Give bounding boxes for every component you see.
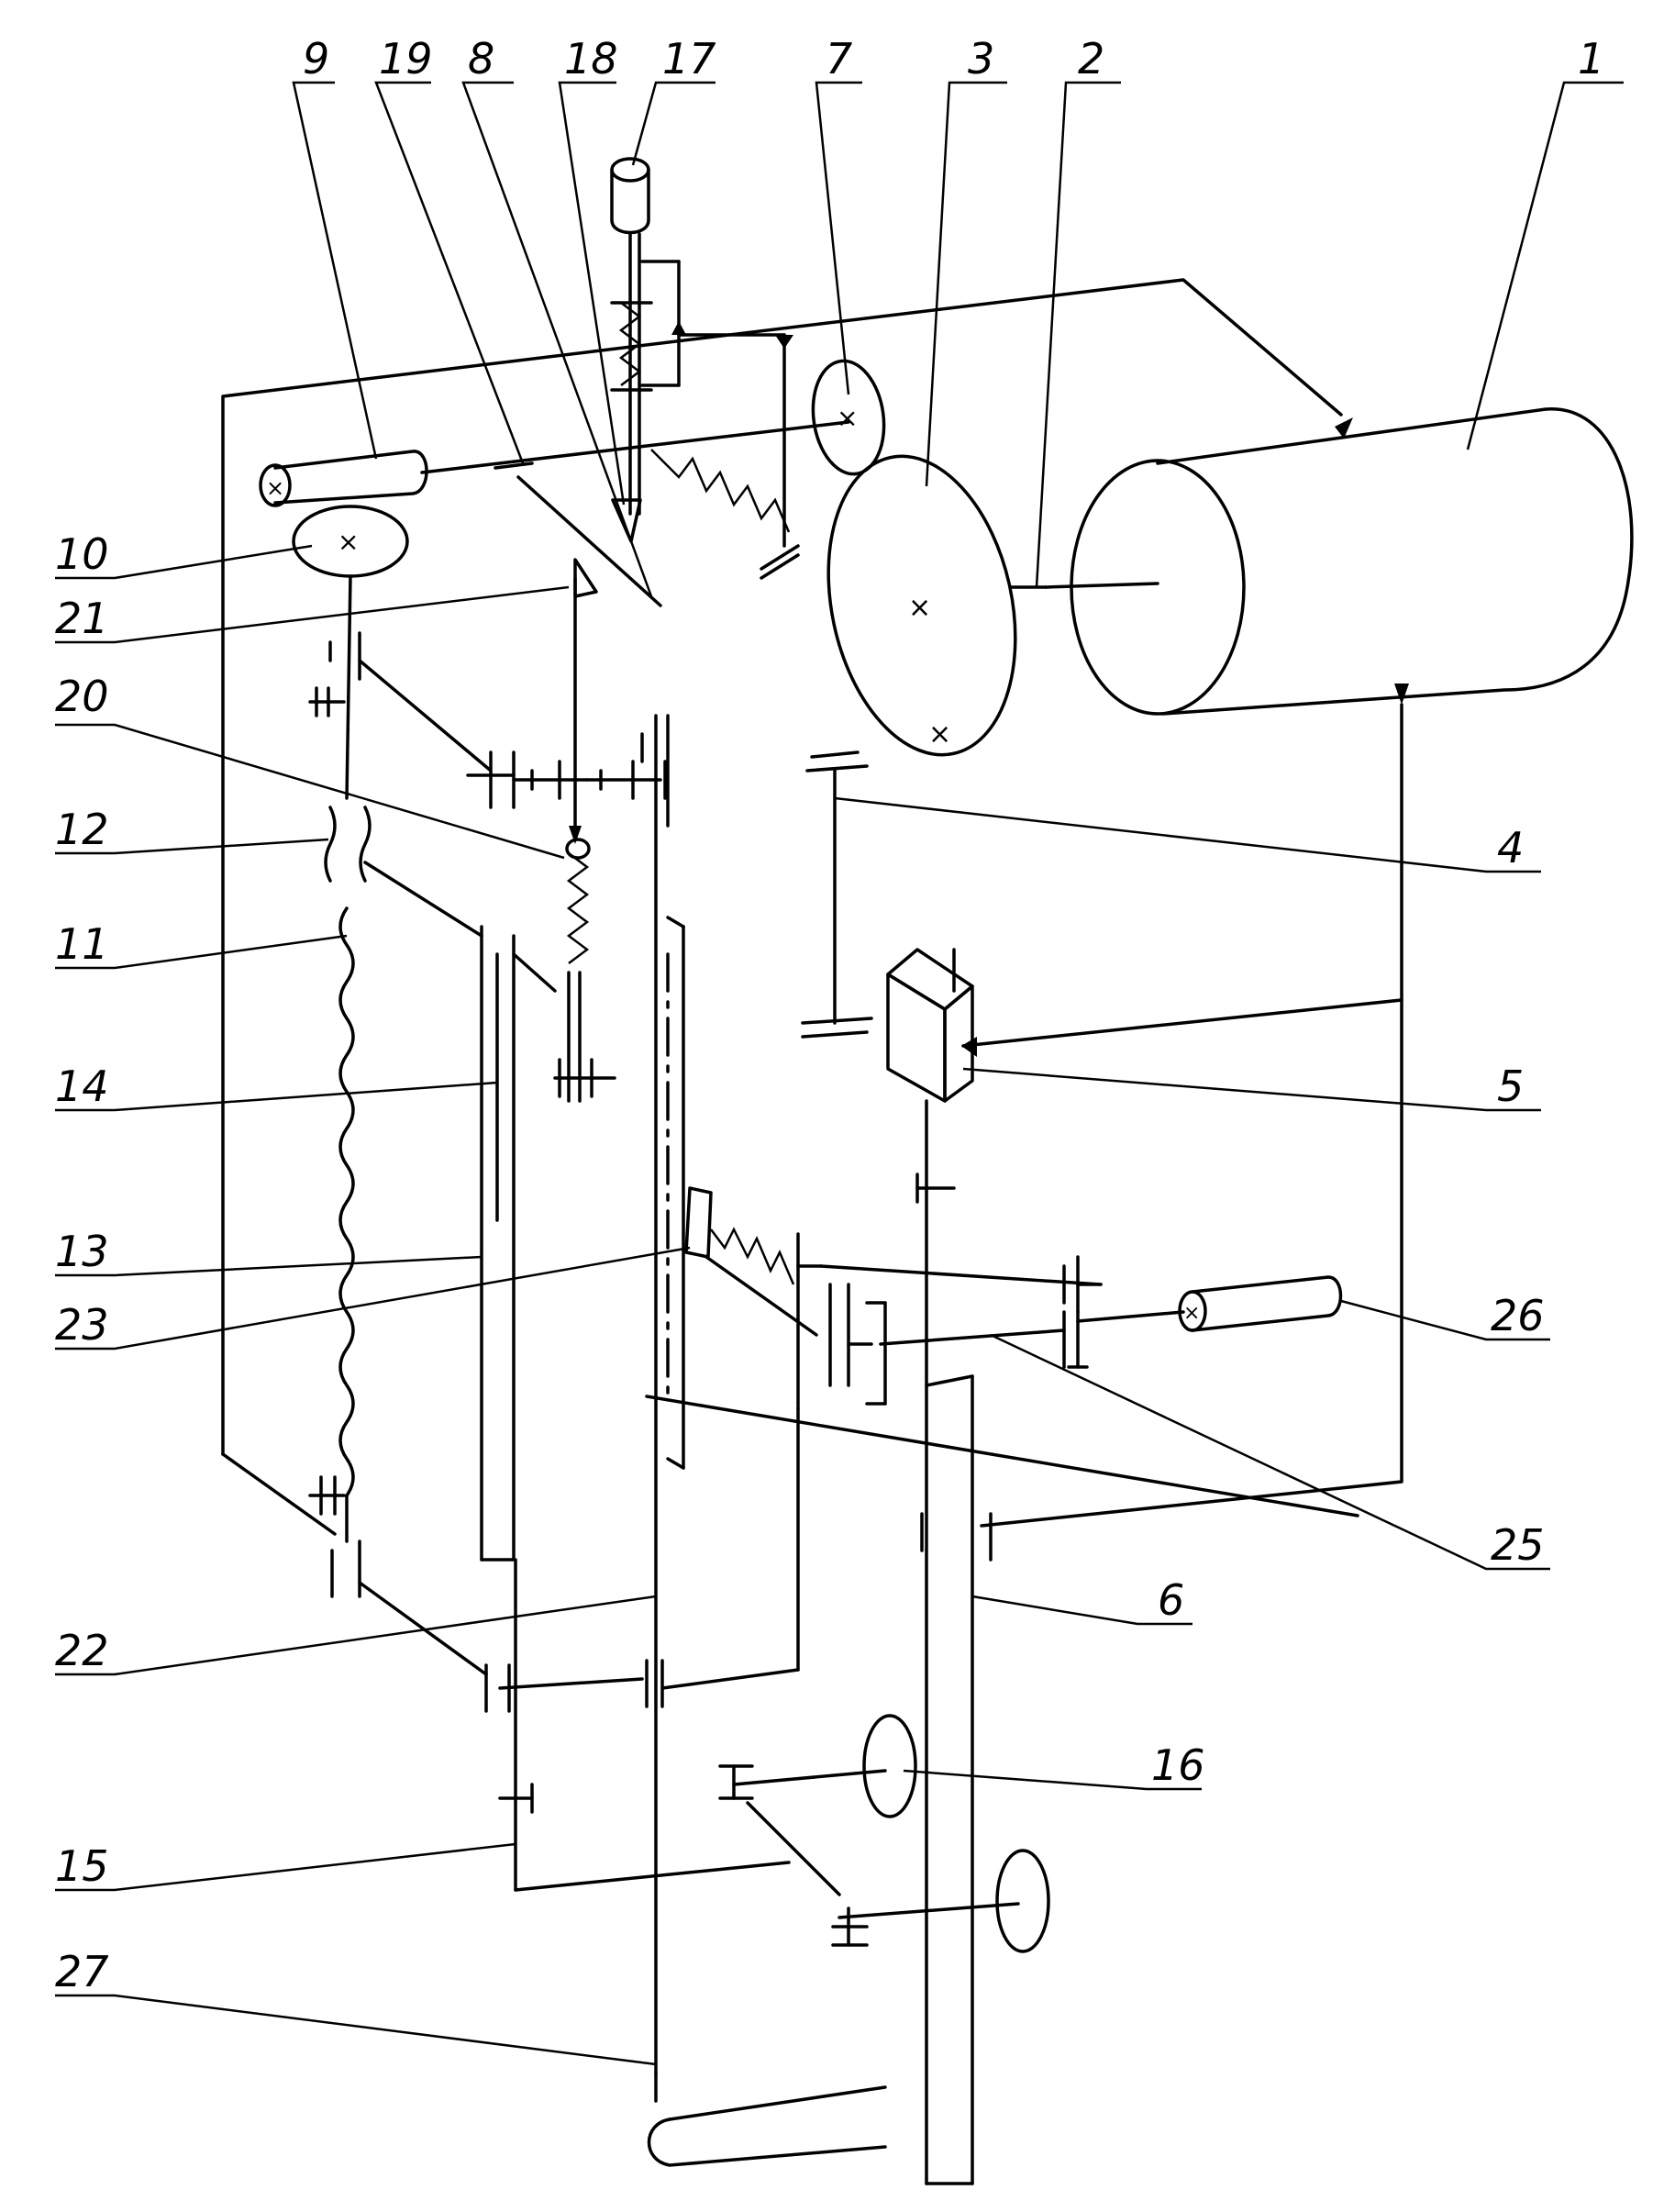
label-1: 1: [1578, 34, 1604, 83]
vertical-shaft-11: [308, 574, 372, 1598]
label-12: 12: [55, 805, 109, 854]
svg-text:×: ×: [1183, 1302, 1200, 1325]
label-20: 20: [55, 672, 109, 721]
shaft-4: [801, 750, 873, 1039]
roller-10: ×: [292, 505, 409, 578]
label-6: 6: [1158, 1575, 1184, 1625]
label-3: 3: [968, 34, 994, 83]
label-10: 10: [55, 529, 109, 579]
block-5: [886, 948, 977, 2185]
label-15: 15: [55, 1841, 109, 1891]
drive-pulley: × ×: [826, 454, 1048, 757]
label-22: 22: [55, 1626, 109, 1675]
svg-text:×: ×: [837, 403, 858, 433]
label-11: 11: [55, 919, 109, 969]
small-pulley: ×: [811, 359, 886, 476]
label-5: 5: [1497, 1062, 1524, 1111]
label-19: 19: [379, 34, 433, 83]
label-2: 2: [1078, 34, 1104, 83]
gear-train: [358, 558, 685, 2075]
housing-frame: [221, 278, 1403, 1536]
svg-text:×: ×: [338, 527, 359, 557]
roller-26: ×: [1178, 1275, 1343, 1332]
label-7: 7: [826, 34, 852, 83]
svg-text:×: ×: [908, 592, 931, 624]
label-17: 17: [662, 34, 716, 83]
top-mechanism: [420, 157, 850, 607]
label-21: 21: [55, 594, 109, 643]
leader-lines: [55, 81, 1624, 2066]
tensioner-assembly: [645, 1186, 1185, 1708]
svg-text:×: ×: [266, 475, 284, 501]
electric-motor: [1044, 407, 1634, 716]
label-4: 4: [1497, 823, 1524, 873]
part-labels: 1 2 3 7 17 18 8 19 9 10 21 20 12 11 14 1…: [55, 34, 1604, 1996]
label-26: 26: [1491, 1291, 1545, 1340]
label-8: 8: [468, 34, 494, 83]
svg-text:×: ×: [928, 718, 951, 750]
conveyor-belt-27: [647, 2072, 887, 2167]
label-25: 25: [1491, 1520, 1545, 1570]
lower-rollers: [358, 1558, 1050, 1953]
label-27: 27: [55, 1947, 109, 1996]
roller-9: ×: [259, 450, 428, 507]
label-13: 13: [55, 1227, 109, 1276]
label-23: 23: [55, 1300, 109, 1350]
conveyor-belt-6: [920, 1374, 993, 2185]
label-18: 18: [564, 34, 618, 83]
label-14: 14: [55, 1062, 109, 1111]
label-16: 16: [1151, 1740, 1205, 1790]
label-9: 9: [303, 34, 329, 83]
